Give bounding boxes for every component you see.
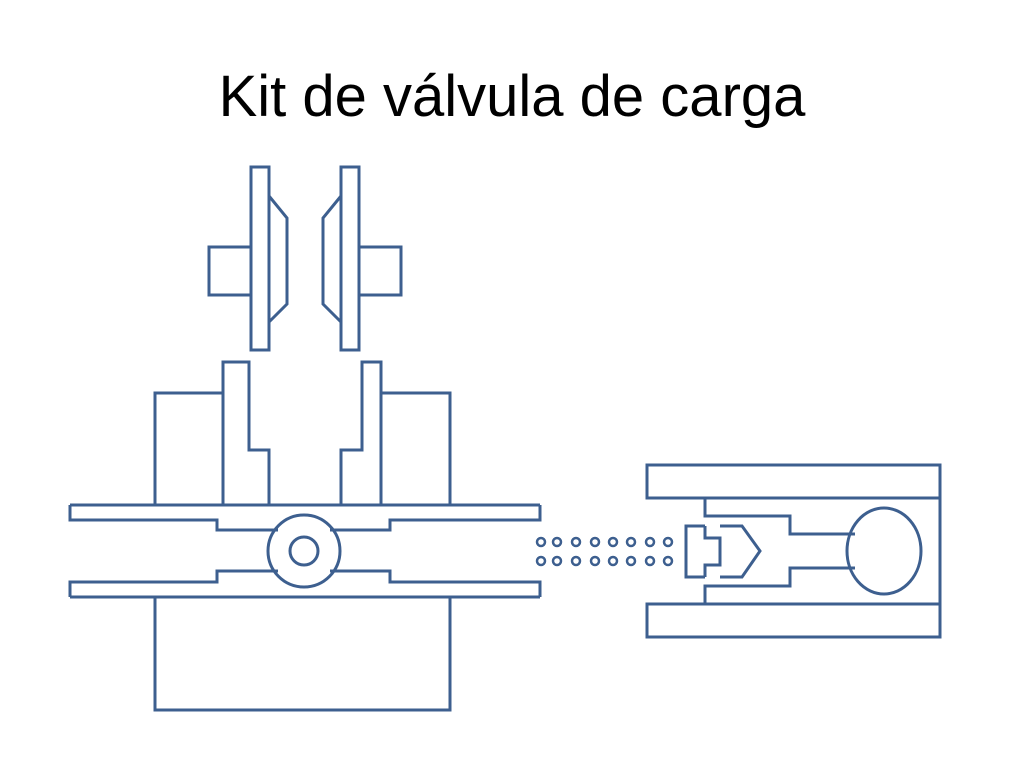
- core-left-flange: [207, 245, 251, 297]
- pipe-top-wall: [68, 503, 542, 532]
- flow-dot: [625, 555, 637, 567]
- flow-dot: [589, 555, 601, 567]
- tool-handle-knob: [845, 506, 923, 596]
- tool-shaft-outline: [703, 498, 855, 604]
- flow-dot: [551, 536, 563, 548]
- slide-title: Kit de válvula de carga: [218, 64, 806, 129]
- flow-dot: [589, 536, 601, 548]
- flow-dot: [607, 555, 619, 567]
- flow-dot: [570, 555, 582, 567]
- core-right-stem: [339, 165, 361, 352]
- valve-core-assembly: [207, 165, 403, 352]
- tool-housing-top: [645, 463, 942, 500]
- flow-dot: [644, 555, 656, 567]
- flow-dot: [535, 536, 547, 548]
- core-right-flange: [359, 245, 403, 297]
- body-outline-upper-right: [339, 360, 452, 505]
- tool-jaws: [684, 524, 762, 579]
- pipe-bottom-wall: [68, 569, 542, 599]
- flow-dot: [607, 536, 619, 548]
- ball-inner: [288, 535, 320, 567]
- tool-housing-bottom: [645, 602, 942, 639]
- core-left-stem: [249, 165, 271, 352]
- flow-dot: [570, 536, 582, 548]
- body-lower-block: [153, 597, 452, 712]
- flow-dot: [625, 536, 637, 548]
- core-left-seal: [267, 195, 289, 324]
- flow-dot: [662, 555, 674, 567]
- flow-dot: [535, 555, 547, 567]
- flow-dot: [551, 555, 563, 567]
- flow-dots: [535, 536, 674, 567]
- flow-dot: [662, 536, 674, 548]
- body-outline-upper: [153, 360, 271, 505]
- core-right-seal: [321, 195, 343, 324]
- valve-body-assembly: [68, 360, 542, 712]
- removal-tool-assembly: [645, 463, 942, 639]
- flow-dot: [644, 536, 656, 548]
- ball-outer: [266, 513, 342, 589]
